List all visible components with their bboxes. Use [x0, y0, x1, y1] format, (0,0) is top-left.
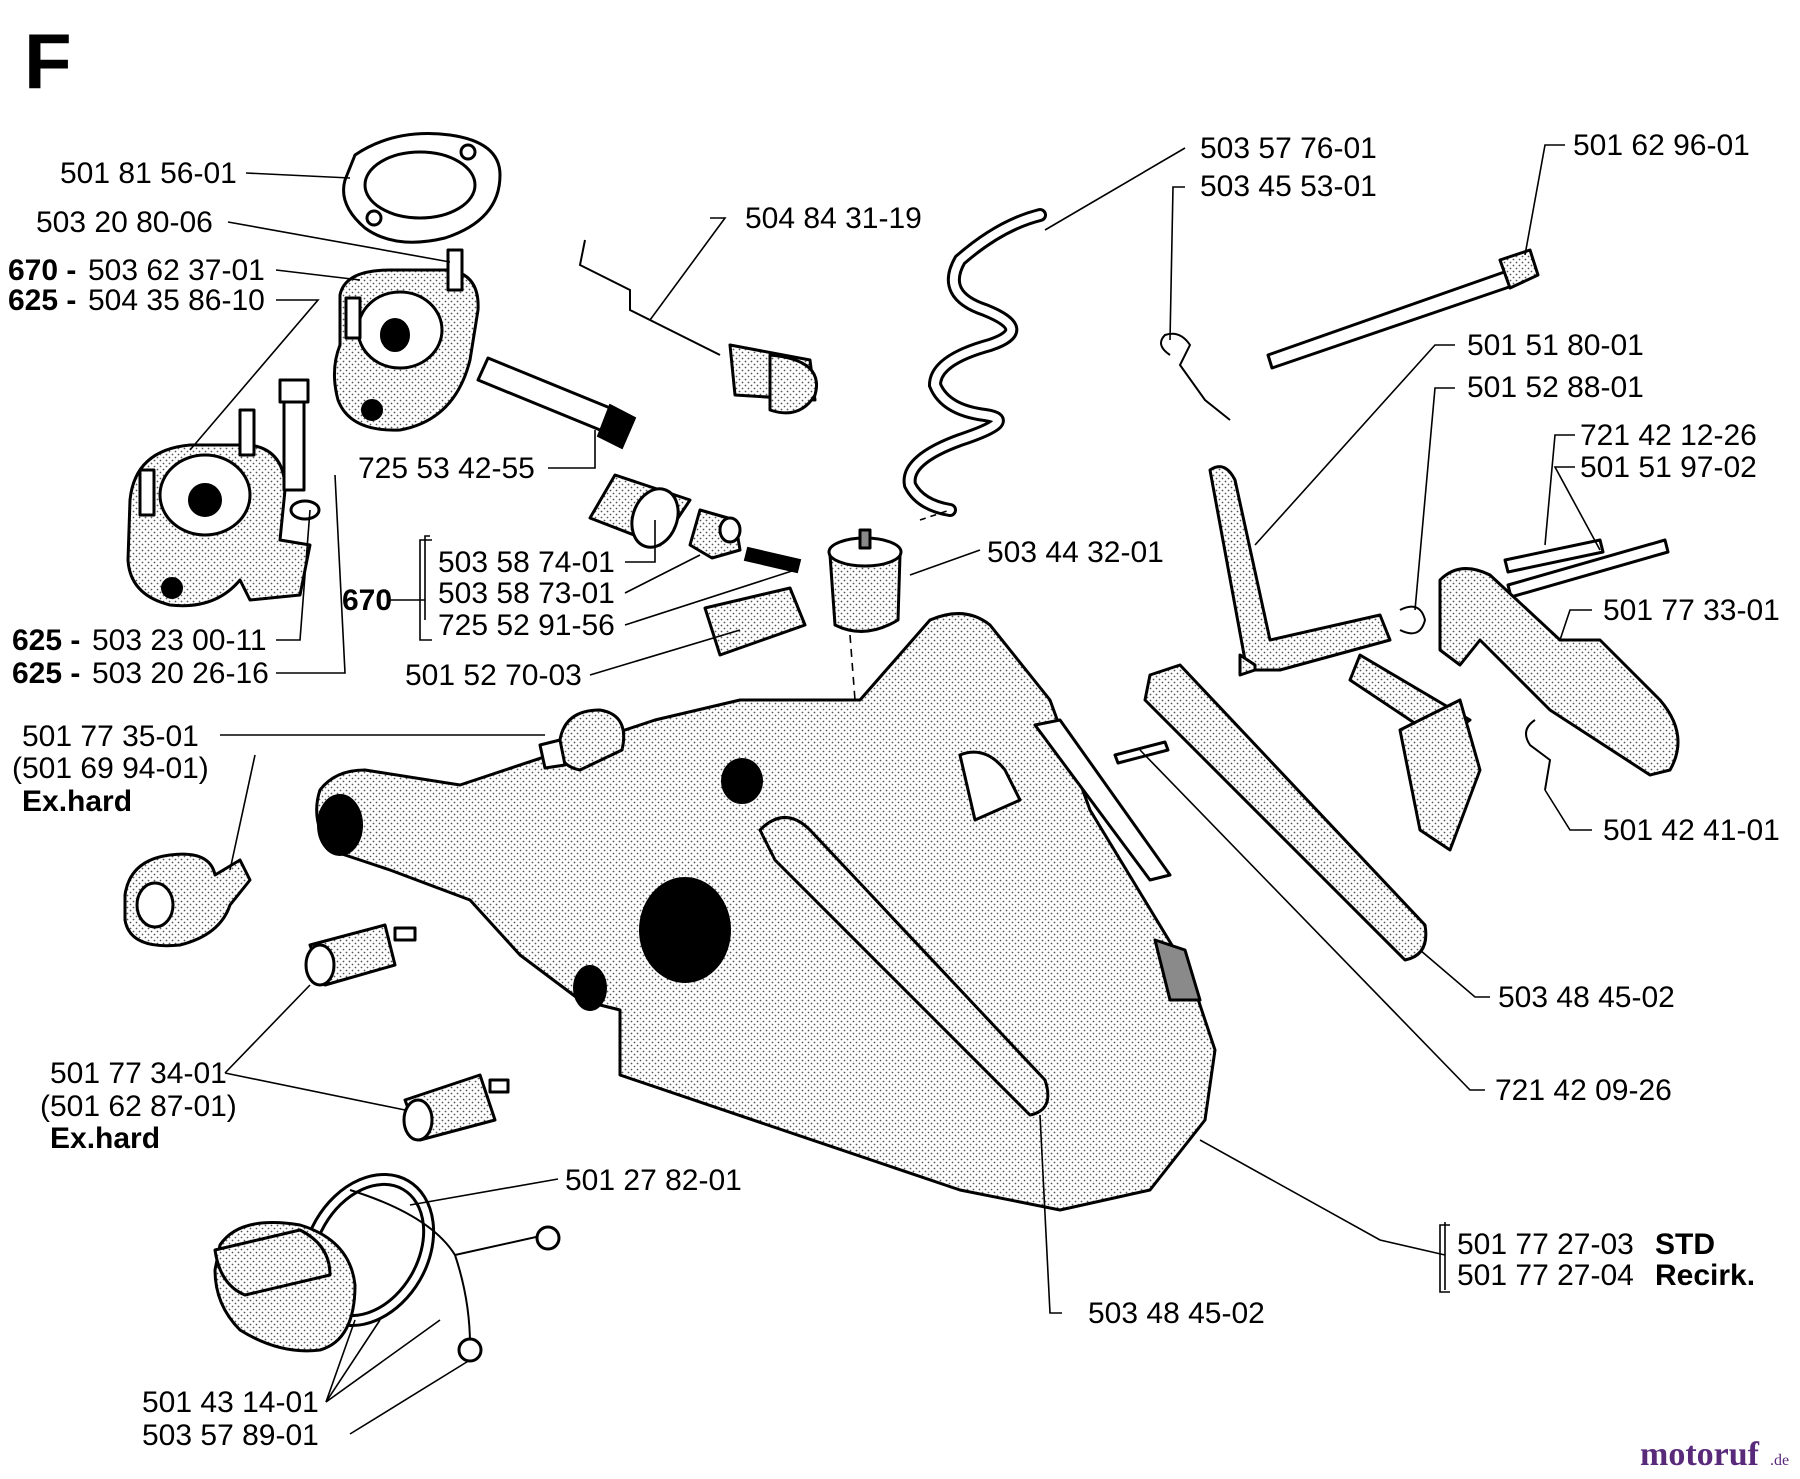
label-model-625-c: 625 - [12, 657, 80, 690]
label-503-57-89-01: 503 57 89-01 [142, 1419, 319, 1452]
label-503-44-32-01: 503 44 32-01 [987, 536, 1164, 569]
plug-501-77-35-01-bottom [123, 852, 252, 948]
label-503-45-53-01: 503 45 53-01 [1200, 170, 1377, 203]
spring-501-42-41-01 [1525, 719, 1552, 791]
spiral-hose [902, 208, 1047, 517]
label-721-42-09-26: 721 42 09-26 [1495, 1074, 1672, 1107]
gasket-part [342, 132, 502, 244]
label-501-52-70-03: 501 52 70-03 [405, 659, 582, 692]
pins [1503, 538, 1670, 599]
lever-504-84-31-19 [578, 239, 818, 415]
handle-cover-center [758, 816, 1050, 1117]
label-503-23-00-11: 503 23 00-11 [92, 624, 267, 657]
rod-501-62-96-01 [1266, 248, 1540, 370]
intake-manifold-670 [333, 248, 480, 432]
label-model-670-a: 670 - [8, 254, 76, 287]
label-501-51-80-01: 501 51 80-01 [1467, 329, 1644, 362]
label-501-62-87-01: (501 62 87-01) [40, 1090, 237, 1123]
label-504-84-31-19: 504 84 31-19 [745, 202, 922, 235]
label-503-48-45-02-right: 503 48 45-02 [1498, 981, 1675, 1014]
label-501-77-27-04: 501 77 27-04 [1457, 1259, 1634, 1292]
label-503-20-80-06: 503 20 80-06 [36, 206, 213, 239]
label-501-52-88-01: 501 52 88-01 [1467, 371, 1644, 404]
part-labels: 501 81 56-01 503 20 80-06 670 - 503 62 3… [8, 129, 1780, 1452]
label-504-35-86-10: 504 35 86-10 [88, 284, 265, 317]
label-group-670: 670 [342, 584, 392, 617]
label-recirk: Recirk. [1655, 1259, 1755, 1292]
bolt-725-53-42-55 [476, 356, 637, 450]
oil-pump-bushing [588, 473, 692, 549]
filter-pad [703, 586, 807, 657]
plug-501-77-34-01-bottom [402, 1073, 510, 1142]
label-exhard-a: Ex.hard [22, 785, 132, 818]
label-501-62-96-01: 501 62 96-01 [1573, 129, 1750, 162]
intake-manifold-625 [126, 408, 312, 608]
label-brackets [419, 539, 1450, 1293]
label-501-81-56-01: 501 81 56-01 [60, 157, 237, 190]
bolt-washer-625 [278, 378, 321, 521]
label-725-53-42-55: 725 53 42-55 [358, 452, 535, 485]
label-503-58-73-01: 503 58 73-01 [438, 577, 615, 610]
handle-cover-right [1143, 663, 1428, 962]
label-501-77-27-03: 501 77 27-03 [1457, 1228, 1634, 1261]
oil-cap [213, 1221, 357, 1353]
watermark-tld: .de [1770, 1452, 1789, 1469]
label-exhard-b: Ex.hard [50, 1122, 160, 1155]
oil-pump-nut [688, 508, 742, 560]
label-501-69-94-01: (501 69 94-01) [12, 752, 209, 785]
plug-501-77-34-01-top [304, 923, 417, 987]
throttle-lockout [1398, 698, 1482, 852]
label-503-57-76-01: 503 57 76-01 [1200, 132, 1377, 165]
label-503-20-26-16: 503 20 26-16 [92, 657, 269, 690]
label-model-625-b: 625 - [12, 624, 80, 657]
label-501-43-14-01: 501 43 14-01 [142, 1386, 319, 1419]
leader-lines [189, 144, 1601, 1435]
label-model-625-a: 625 - [8, 284, 76, 317]
trigger-linkage [1208, 465, 1472, 742]
label-725-52-91-56: 725 52 91-56 [438, 609, 615, 642]
label-501-77-34-01: 501 77 34-01 [50, 1057, 227, 1090]
label-721-42-12-26: 721 42 12-26 [1580, 419, 1757, 452]
oil-pump-screw [743, 546, 802, 574]
section-letter: F [24, 17, 72, 105]
label-501-42-41-01: 501 42 41-01 [1603, 814, 1780, 847]
label-501-51-97-02: 501 51 97-02 [1580, 451, 1757, 484]
oil-filter [827, 528, 903, 633]
label-501-27-82-01: 501 27 82-01 [565, 1164, 742, 1197]
clip-503-45-53-01 [1160, 332, 1231, 421]
label-503-62-37-01: 503 62 37-01 [88, 254, 265, 287]
cap-strap [349, 1189, 561, 1363]
label-std: STD [1655, 1228, 1715, 1261]
watermark-brand: motoruf [1640, 1436, 1760, 1473]
label-503-58-74-01: 503 58 74-01 [438, 546, 615, 579]
label-501-77-33-01: 501 77 33-01 [1603, 594, 1780, 627]
label-503-48-45-02-center: 503 48 45-02 [1088, 1297, 1265, 1330]
throttle-trigger [1438, 567, 1680, 777]
spring-clip [1399, 605, 1427, 635]
plug-501-77-35-01-top [538, 708, 626, 772]
watermark: motoruf .de [1640, 1436, 1789, 1473]
label-501-77-35-01: 501 77 35-01 [22, 720, 199, 753]
